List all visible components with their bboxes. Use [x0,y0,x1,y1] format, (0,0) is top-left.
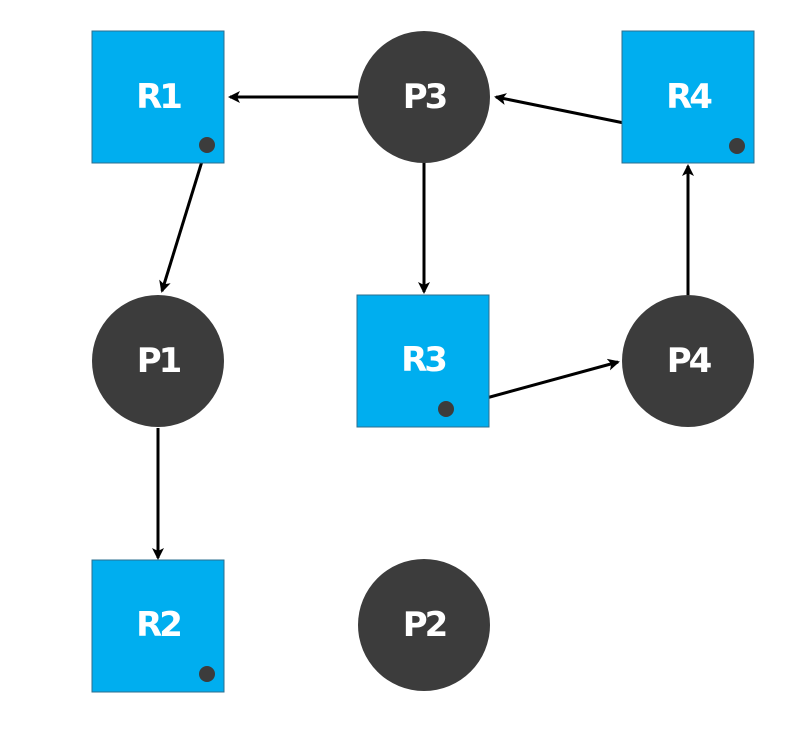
process-p1-label: P1 [137,341,181,381]
resource-r2-label: R2 [136,605,180,645]
resource-r4-instance-dot [729,138,745,154]
process-p3-label: P3 [403,77,446,117]
resource-r1-label: R1 [136,77,181,117]
resource-r3: R3 [356,294,490,428]
process-p4-label: P4 [667,341,712,381]
resource-r4: R4 [621,30,755,164]
resource-r4-label: R4 [666,77,712,117]
process-p1: P1 [92,295,224,427]
resource-r2: R2 [91,559,225,693]
resource-r1: R1 [91,30,225,164]
resource-r3-label: R3 [401,340,445,380]
resource-r3-instance-dot [438,401,454,417]
process-p2: P2 [358,559,490,691]
edge-r1-p1 [159,144,209,293]
process-p3: P3 [358,31,490,163]
resource-r2-instance-dot [199,666,215,682]
process-p2-label: P2 [403,605,446,645]
process-p4: P4 [622,295,754,427]
resource-r1-instance-dot [199,137,215,153]
